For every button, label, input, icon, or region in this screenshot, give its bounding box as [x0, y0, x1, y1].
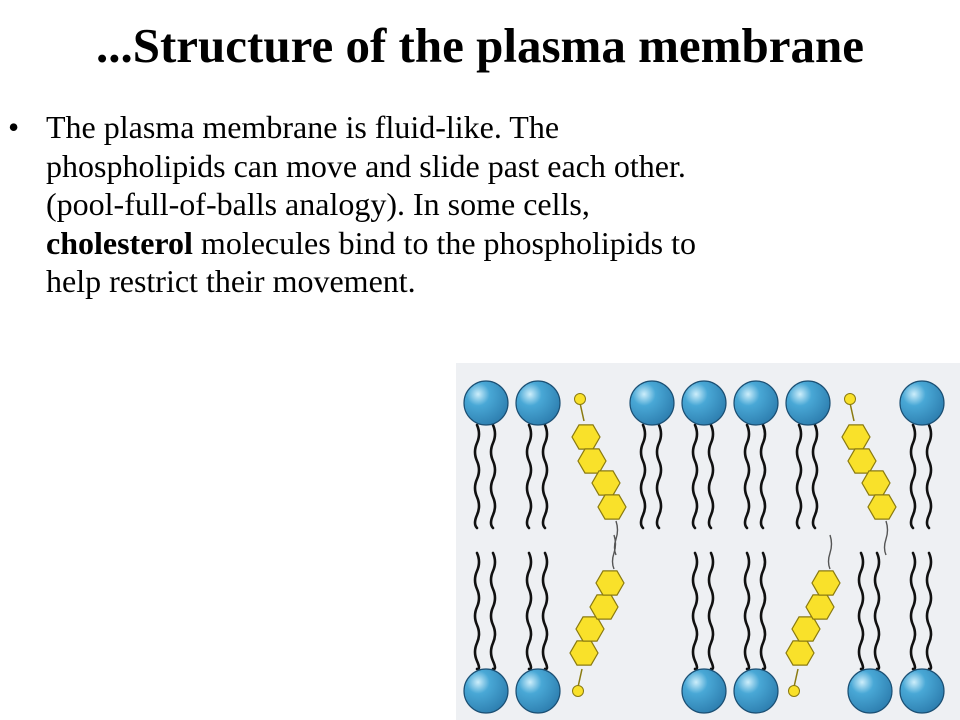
hydroxyl-group-icon: [788, 685, 800, 697]
bullet-list: • The plasma membrane is fluid-like. The…: [8, 108, 948, 301]
hydroxyl-link: [579, 402, 585, 422]
cholesterol-bottom: [785, 534, 841, 697]
steroid-ring-icon: [867, 494, 897, 520]
phospholipid-bottom: [463, 551, 509, 714]
cholesterol-top: [571, 393, 627, 556]
hydroxyl-link: [793, 668, 799, 688]
fatty-acid-tail: [541, 551, 549, 671]
cholesterol-bottom: [569, 534, 625, 697]
fatty-acid-tail: [691, 423, 699, 530]
steroid-ring-icon: [597, 494, 627, 520]
bullet-line-3: (pool-full-of-balls analogy). In some ce…: [46, 186, 590, 222]
fatty-acid-tail: [639, 423, 647, 530]
hydroxyl-group-icon: [574, 393, 586, 405]
phospholipid-bottom: [733, 551, 779, 714]
cholesterol-tail: [827, 534, 833, 570]
phosphate-head-icon: [463, 380, 509, 426]
phospholipid-top: [463, 380, 509, 530]
fatty-acid-tail: [525, 551, 533, 671]
fatty-acid-tail: [909, 551, 917, 671]
bullet-item: • The plasma membrane is fluid-like. The…: [8, 108, 948, 301]
fatty-acid-tail: [811, 423, 819, 530]
phosphate-head-icon: [515, 668, 561, 714]
phosphate-head-icon: [785, 380, 831, 426]
phospholipid-top: [681, 380, 727, 530]
fatty-acid-tail: [909, 423, 917, 530]
phospholipid-bottom: [515, 551, 561, 714]
phosphate-head-icon: [515, 380, 561, 426]
steroid-ring-icon: [595, 570, 625, 596]
fatty-acid-tail: [525, 423, 533, 530]
phosphate-head-icon: [629, 380, 675, 426]
phospholipid-top: [515, 380, 561, 530]
phosphate-head-icon: [733, 380, 779, 426]
phospholipid-top: [785, 380, 831, 530]
hydroxyl-group-icon: [572, 685, 584, 697]
cholesterol-tail: [611, 534, 617, 570]
phosphate-head-icon: [899, 380, 945, 426]
fatty-acid-tail: [541, 423, 549, 530]
phosphate-head-icon: [681, 668, 727, 714]
fatty-acid-tail: [473, 551, 481, 671]
cholesterol-top: [841, 393, 897, 556]
phospholipid-top: [629, 380, 675, 530]
fatty-acid-tail: [743, 423, 751, 530]
fatty-acid-tail: [759, 423, 767, 530]
bullet-line-4-rest: molecules bind to the phospholipids to: [192, 224, 696, 261]
steroid-ring-icon: [811, 570, 841, 596]
phospholipid-top: [899, 380, 945, 530]
phosphate-head-icon: [899, 668, 945, 714]
cholesterol-tail: [883, 520, 889, 556]
phosphate-head-icon: [847, 668, 893, 714]
phospholipid-bottom: [681, 551, 727, 714]
fatty-acid-tail: [925, 423, 933, 530]
cholesterol-term: cholesterol: [46, 224, 193, 261]
fatty-acid-tail: [873, 551, 881, 671]
fatty-acid-tail: [707, 423, 715, 530]
phospholipid-bottom: [847, 551, 893, 714]
phosphate-head-icon: [733, 668, 779, 714]
fatty-acid-tail: [655, 423, 663, 530]
fatty-acid-tail: [691, 551, 699, 671]
bullet-line-4: cholesterol molecules bind to the phosph…: [46, 224, 948, 263]
fatty-acid-tail: [759, 551, 767, 671]
phosphate-head-icon: [463, 668, 509, 714]
fatty-acid-tail: [857, 551, 865, 671]
bullet-icon: •: [8, 109, 20, 145]
phospholipid-bottom: [899, 551, 945, 714]
fatty-acid-tail: [707, 551, 715, 671]
hydroxyl-link: [577, 668, 583, 688]
fatty-acid-tail: [489, 423, 497, 530]
fatty-acid-tail: [743, 551, 751, 671]
hydroxyl-link: [849, 402, 855, 422]
phospholipid-top: [733, 380, 779, 530]
fatty-acid-tail: [473, 423, 481, 530]
slide-title: ...Structure of the plasma membrane: [95, 18, 865, 73]
fatty-acid-tail: [925, 551, 933, 671]
bullet-line-2: phospholipids can move and slide past ea…: [46, 147, 686, 184]
fatty-acid-tail: [795, 423, 803, 530]
membrane-illustration: [456, 363, 960, 720]
bullet-line-1: The plasma membrane is fluid-like. The: [46, 109, 560, 145]
hydroxyl-group-icon: [844, 393, 856, 405]
fatty-acid-tail: [489, 551, 497, 671]
phosphate-head-icon: [681, 380, 727, 426]
bullet-line-5: help restrict their movement.: [46, 263, 416, 299]
